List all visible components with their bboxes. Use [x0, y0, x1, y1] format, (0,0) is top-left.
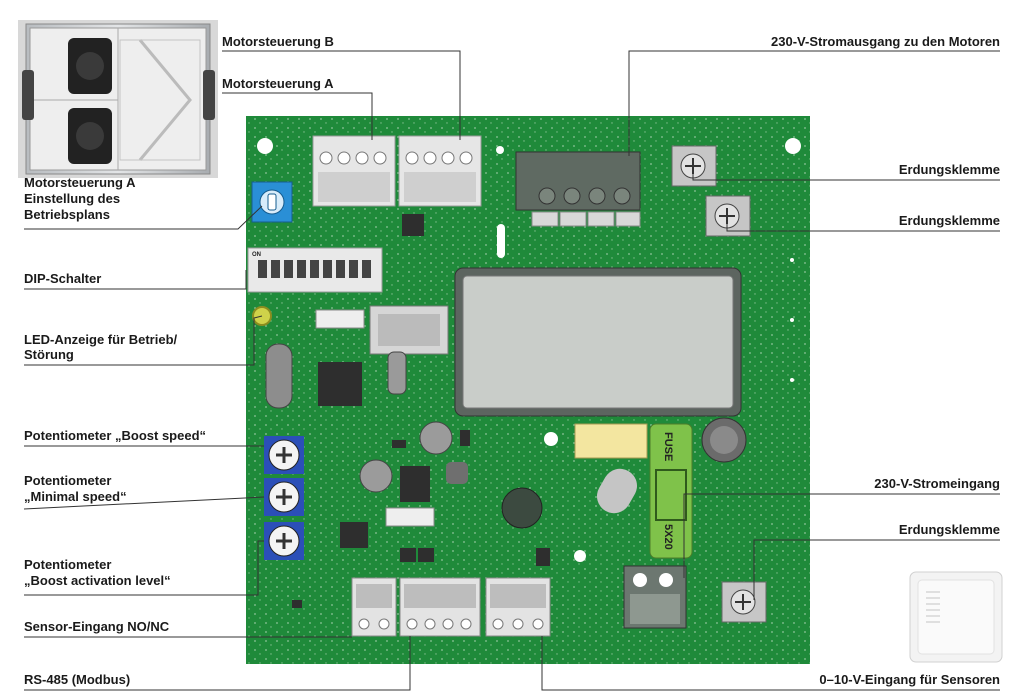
label-earth-1: Erdungsklemme — [899, 162, 1000, 177]
label-dip-switch: DIP-Schalter — [24, 271, 101, 286]
label-rs485: RS-485 (Modbus) — [24, 672, 130, 687]
label-earth-3: Erdungsklemme — [899, 522, 1000, 537]
sensor-010-connector — [485, 577, 551, 637]
label-230v-input: 230-V-Stromeingang — [874, 476, 1000, 491]
leader-lines — [23, 50, 1000, 691]
svg-text:FUSE: FUSE — [662, 432, 674, 461]
label-pot-act-1: Potentiometer — [24, 557, 111, 572]
earth-terminal-2 — [705, 195, 751, 237]
earth-terminal-1 — [671, 145, 717, 187]
labels: Motorsteuerung B Motorsteuerung A Motors… — [24, 34, 1000, 687]
rs485-connector — [399, 577, 481, 637]
label-motor-a: Motorsteuerung A — [222, 76, 334, 91]
potentiometer-minimal-speed — [264, 478, 304, 516]
dip-switch: ON — [247, 247, 383, 293]
ventilation-unit-image — [18, 20, 218, 178]
label-230v-output: 230-V-Stromausgang zu den Motoren — [771, 34, 1000, 49]
label-pot-act-2: „Boost activation level“ — [24, 573, 171, 588]
potentiometer-boost-activation — [264, 522, 304, 560]
label-pot-boost: Potentiometer „Boost speed“ — [24, 428, 206, 443]
motor-connector-b — [398, 135, 482, 207]
power-output-terminal — [515, 151, 641, 227]
potentiometer-boost-speed — [264, 436, 304, 474]
room-sensor-image — [909, 571, 1003, 663]
motor-connector-a — [312, 135, 396, 207]
sensor-nonc-connector — [351, 577, 397, 637]
label-motor-a-plan-3: Betriebsplans — [24, 207, 110, 222]
label-motor-a-plan-1: Motorsteuerung A — [24, 175, 136, 190]
label-sensor-010: 0–10-V-Eingang für Sensoren — [819, 672, 1000, 687]
power-input-terminal — [623, 565, 687, 629]
svg-text:5X20: 5X20 — [662, 524, 674, 550]
fuse-holder: FUSE 5X20 — [649, 423, 693, 559]
svg-text:ON: ON — [252, 252, 261, 258]
earth-terminal-3 — [721, 581, 767, 623]
label-pot-min-2: „Minimal speed“ — [24, 489, 127, 504]
label-motor-a-plan-2: Einstellung des — [24, 191, 120, 206]
label-sensor-nonc: Sensor-Eingang NO/NC — [24, 619, 170, 634]
circuit-board: ON — [246, 116, 810, 664]
label-motor-b: Motorsteuerung B — [222, 34, 334, 49]
label-led-1: LED-Anzeige für Betrieb/ — [24, 332, 178, 347]
rotary-switch — [251, 181, 293, 223]
label-pot-min-1: Potentiometer — [24, 473, 111, 488]
label-led-2: Störung — [24, 347, 74, 362]
label-earth-2: Erdungsklemme — [899, 213, 1000, 228]
